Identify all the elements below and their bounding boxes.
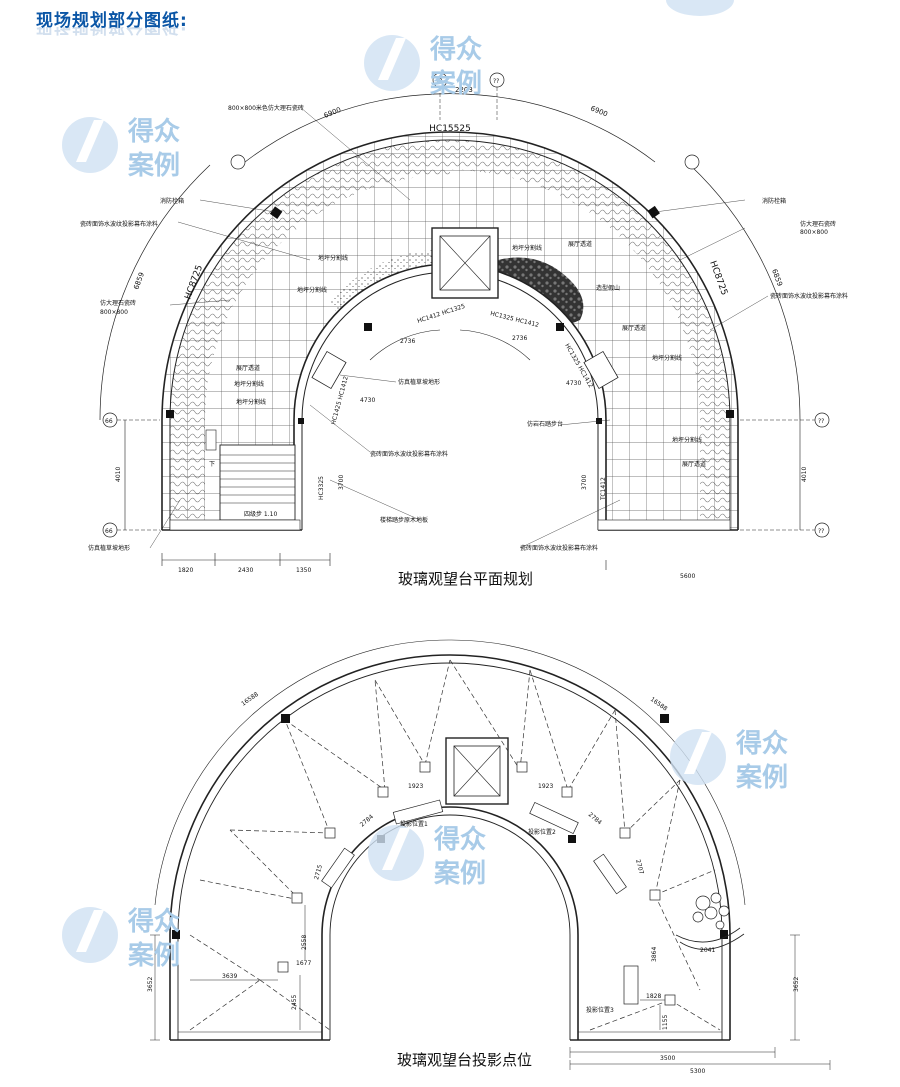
watermark-logo-1: 得众 案例 [364, 35, 482, 99]
svg-text:得众: 得众 [735, 729, 788, 759]
svg-text:得众: 得众 [429, 35, 482, 65]
dim-bottom-1: 1820 [178, 567, 193, 574]
dim-h-left: 3700 [338, 475, 345, 490]
dim-side-l: 4010 [115, 467, 122, 482]
plan2-dim-16: 3500 [660, 1055, 675, 1062]
label-tile-water-bottom: 瓷砖面饰水波纹投影幕布涂料 [520, 544, 598, 552]
header: 现场规划部分图纸: 现场规划部分图纸: [36, 6, 188, 41]
plan2-dim-12: 1828 [646, 993, 661, 1000]
watermark-logo-5: 得众 案例 [62, 907, 180, 971]
plan2-dim-10: 2455 [291, 995, 298, 1010]
tc-side-right: TC1412 [600, 477, 607, 501]
plan2-caption: 玻璃观望台投影点位 [397, 1051, 533, 1069]
label-glass-1: 展厅透道 [236, 364, 260, 372]
svg-text:得众: 得众 [433, 825, 486, 855]
label-tile-water-left2: 瓷砖面饰水波纹投影幕布涂料 [370, 450, 448, 458]
plan2-dim-7: 2558 [301, 935, 308, 950]
label-stair-step: 四级步 1.10 [244, 510, 277, 518]
dim-h-right: 3700 [581, 475, 588, 490]
label-marble-left: 仿大理石瓷砖 [100, 299, 136, 307]
label-glass-2: 展厅透道 [568, 240, 592, 248]
label-floor-line-7: 地坪分割线 [672, 436, 702, 444]
plan2-dim-13: 1155 [662, 1015, 669, 1030]
dim-top-arc: 2203 [455, 86, 473, 94]
floor-plan-drawing: HC15525 HC8725 HC8725 HC1412 HC1325 HC13… [80, 72, 848, 580]
label-stone-step: 仿岩石踏步台 [527, 420, 563, 428]
label-fire-box-left: 消防栓箱 [160, 197, 184, 205]
projection-label-1: 投影位置1 [400, 820, 428, 828]
label-marble-left-size: 800×800 [100, 309, 128, 316]
dim-inner-d: 4730 [566, 380, 581, 387]
plan2-dim-6: 2707 [634, 859, 645, 876]
label-marble-right: 仿大理石瓷砖 [800, 220, 836, 228]
label-floor-line-5: 地坪分割线 [512, 244, 542, 252]
dim-bottom-right: 5600 [680, 573, 695, 580]
axis-marker-5: ?? [818, 418, 824, 425]
axis-marker-4: 66 [105, 528, 113, 535]
label-floor-line-2: 地坪分割线 [297, 286, 327, 294]
axis-marker-6: ?? [818, 528, 824, 535]
label-floor-line-6: 地坪分割线 [652, 354, 682, 362]
label-stair-down: 下 [209, 461, 215, 468]
label-glass-4: 展厅透道 [682, 460, 706, 468]
watermark-logo-4: 得众 案例 [368, 825, 486, 889]
dim-inner-c: 4730 [360, 397, 375, 404]
label-wood-floor: 楼梯踏步原木地板 [380, 516, 428, 524]
label-floor-line-3: 地坪分割线 [234, 380, 264, 388]
label-marble-right-size: 800×800 [800, 229, 828, 236]
label-floor-line-4: 地坪分割线 [236, 398, 266, 406]
projection-label-3: 投影位置3 [586, 1006, 614, 1014]
plan2-dim-8: 1677 [296, 960, 311, 967]
label-glass-3: 展厅透道 [622, 324, 646, 332]
svg-text:案例: 案例 [127, 940, 180, 971]
label-floor-line-1: 地坪分割线 [318, 254, 348, 262]
plan2-dim-4: 2784 [587, 811, 603, 826]
dim-inner-b: 2736 [512, 335, 527, 342]
plan2-dim-18: 3864 [651, 947, 658, 962]
plan2-dim-arc-right: 16588 [649, 696, 669, 713]
plan2-dim-arc-left: 16588 [240, 691, 260, 708]
projection-label-2: 投影位置2 [528, 828, 556, 836]
axis-marker-2: ?? [493, 78, 499, 85]
watermark-logo-2: 得众 案例 [62, 117, 180, 181]
label-real-glass-bottom: 仿真植草坡地形 [88, 544, 130, 552]
label-fire-box-right: 消防栓箱 [762, 197, 786, 205]
svg-text:案例: 案例 [127, 150, 180, 181]
label-tile-water-right: 瓷砖面饰水波纹投影幕布涂料 [770, 292, 848, 300]
watermark-logo-3: 得众 案例 [670, 729, 788, 793]
label-rockery: 造型假山 [596, 284, 620, 292]
dim-bottom-2: 2430 [238, 567, 253, 574]
plan2-dim-2: 1923 [538, 783, 553, 790]
plan2-dim-1: 1923 [408, 783, 423, 790]
axis-marker-3: 66 [105, 418, 113, 425]
plan2-dim-17: 5300 [690, 1068, 705, 1075]
plan2-dim-5: 2715 [313, 864, 324, 881]
svg-text:得众: 得众 [127, 117, 180, 147]
label-tile-water-left: 瓷砖面饰水波纹投影幕布涂料 [80, 220, 158, 228]
svg-text:得众: 得众 [127, 907, 180, 937]
dim-side-r: 4010 [801, 467, 808, 482]
dim-inner-a: 2736 [400, 338, 415, 345]
svg-text:案例: 案例 [429, 68, 482, 99]
watermark-logo-6 [666, 0, 734, 16]
axis-marker-1: ?? [436, 78, 442, 85]
dim-bottom-3: 1350 [296, 567, 311, 574]
page-title: 现场规划部分图纸: [36, 11, 188, 31]
plan2-dim-9: 3639 [222, 973, 237, 980]
plan2-dim-15: 3652 [793, 977, 800, 992]
label-real-glass: 仿真植草坡地形 [398, 378, 440, 386]
label-marble-tile: 800×800米色仿大理石瓷砖 [228, 104, 304, 112]
hc-top-label: HC15525 [429, 124, 471, 134]
hc-side-left: HC3325 [318, 476, 325, 500]
svg-text:案例: 案例 [433, 858, 486, 889]
svg-text:案例: 案例 [735, 762, 788, 793]
plan2-dim-14: 3652 [147, 977, 154, 992]
plan1-caption: 玻璃观望台平面规划 [398, 570, 534, 588]
plan2-dim-11: 2041 [700, 947, 715, 954]
